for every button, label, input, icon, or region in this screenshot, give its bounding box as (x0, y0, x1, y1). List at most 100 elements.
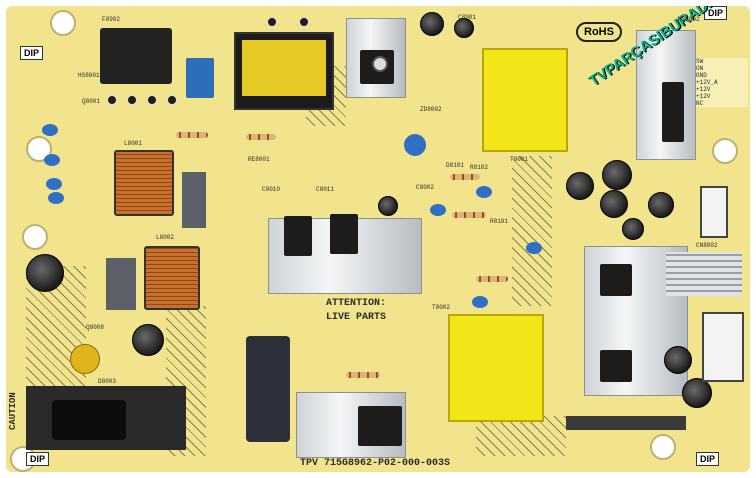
choke-cover (106, 258, 136, 310)
mounting-hole (50, 10, 76, 36)
ceramic-capacitor (44, 154, 60, 166)
table-cell: SW (696, 58, 704, 65)
ref-designator: L8001 (124, 140, 143, 147)
screw-icon (372, 56, 388, 72)
ref-designator: CN8002 (696, 242, 718, 249)
solder-pad (146, 94, 158, 106)
ref-designator: R8102 (470, 164, 489, 171)
isolation-zone (476, 416, 566, 456)
resistor (452, 212, 486, 218)
dip-label: DIP (696, 452, 720, 466)
table-cell: +12V (696, 86, 711, 93)
mosfet (330, 214, 358, 254)
ceramic-capacitor (46, 178, 62, 190)
electrolytic-capacitor (602, 160, 632, 190)
mounting-hole (650, 434, 676, 460)
mosfet (284, 216, 312, 256)
table-cell: +12V (696, 93, 711, 100)
mosfet (358, 406, 402, 446)
mosfet (662, 82, 684, 142)
power-board-pcb: DIP DIP DIP DIP RoHS SW ON GND +12V_A +1… (6, 6, 750, 472)
electrolytic-capacitor (454, 18, 474, 38)
table-cell: NC (696, 100, 704, 107)
table-cell: +12V_A (696, 79, 718, 86)
dip-label: DIP (704, 6, 728, 20)
warning-label: ATTENTION: (326, 298, 387, 309)
ref-designator: C8901 (458, 14, 477, 21)
isolation-zone (512, 156, 552, 306)
common-mode-choke (114, 150, 174, 216)
mounting-hole (712, 138, 738, 164)
ref-designator: D8003 (98, 378, 117, 385)
electrolytic-capacitor (648, 192, 674, 218)
mounting-hole (22, 224, 48, 250)
output-connector (700, 186, 728, 238)
common-mode-choke (144, 246, 200, 310)
ref-designator: C8011 (316, 186, 335, 193)
electrolytic-capacitor (682, 378, 712, 408)
ac-socket (52, 400, 126, 440)
choke-cover (182, 172, 206, 228)
electrolytic-capacitor (566, 172, 594, 200)
warning-label: LIVE PARTS (326, 312, 387, 323)
dip-label: DIP (26, 452, 50, 466)
part-number: TPV 715G8962-P02-000-003S (300, 458, 451, 469)
ceramic-capacitor (48, 192, 64, 204)
electrolytic-capacitor (622, 218, 644, 240)
ref-designator: Q8008 (86, 324, 105, 331)
ceramic-capacitor (42, 124, 58, 136)
resistor (176, 132, 208, 138)
ref-designator: R8101 (490, 218, 509, 225)
ceramic-capacitor (430, 204, 446, 216)
mosfet (600, 264, 632, 296)
ref-designator: RE8001 (248, 156, 270, 163)
resistor (450, 174, 480, 180)
main-transformer (482, 48, 568, 152)
electrolytic-capacitor (600, 190, 628, 218)
finned-heatsink (666, 252, 742, 296)
resistor (346, 372, 380, 378)
thermistor (26, 254, 64, 292)
thermistor (132, 324, 164, 356)
ref-designator: C8010 (262, 186, 281, 193)
ref-designator: ZD8002 (420, 106, 442, 113)
ref-designator: T8002 (432, 304, 451, 311)
main-transformer (448, 314, 544, 422)
transformer-label (242, 40, 326, 96)
connector-table: SW ON GND +12V_A +12V +12V NC (696, 58, 748, 107)
solder-pad (126, 94, 138, 106)
ceramic-capacitor (404, 134, 426, 156)
ref-designator: C8002 (416, 184, 435, 191)
ceramic-capacitor (472, 296, 488, 308)
ref-designator: F8902 (102, 16, 121, 23)
bottom-connector (566, 416, 686, 430)
ref-designator: Q8001 (82, 98, 101, 105)
output-connector (702, 312, 744, 382)
solder-pad (298, 16, 310, 28)
rohs-badge: RoHS (576, 22, 622, 42)
bridge-rectifier (100, 28, 172, 84)
solder-pad (266, 16, 278, 28)
ref-designator: HS8002 (678, 16, 700, 23)
film-capacitor (186, 58, 214, 98)
electrolytic-capacitor (664, 346, 692, 374)
solder-pad (106, 94, 118, 106)
ref-designator: L8002 (156, 234, 175, 241)
solder-pad (166, 94, 178, 106)
resistor (246, 134, 276, 140)
ref-designator: HS8001 (78, 72, 100, 79)
table-cell: ON (696, 65, 704, 72)
resistor (476, 276, 508, 282)
electrolytic-capacitor (420, 12, 444, 36)
bulk-capacitor (246, 336, 290, 442)
mosfet (600, 350, 632, 382)
caution-label: CAUTION (8, 392, 18, 430)
ceramic-capacitor (476, 186, 492, 198)
electrolytic-capacitor (378, 196, 398, 216)
ref-designator: D8101 (446, 162, 465, 169)
varistor (70, 344, 100, 374)
ref-designator: T8001 (510, 156, 529, 163)
ceramic-capacitor (526, 242, 542, 254)
mounting-hole (26, 136, 52, 162)
dip-label: DIP (20, 46, 44, 60)
